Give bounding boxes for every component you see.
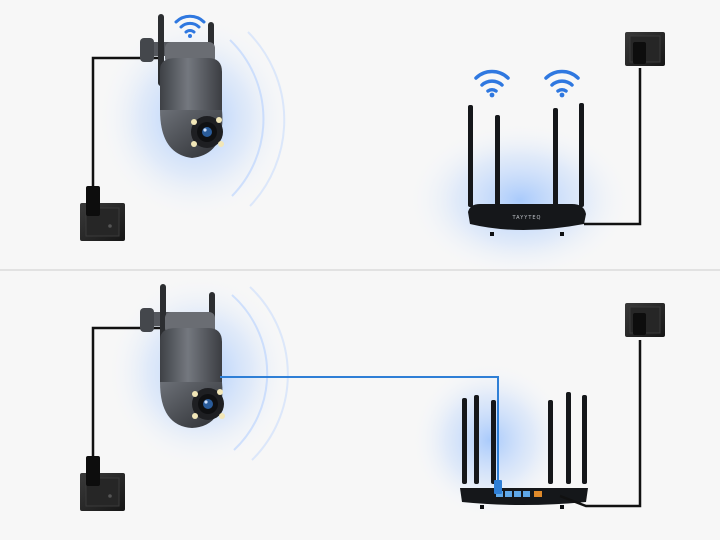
camera-glow-arc-1	[229, 39, 265, 197]
ptz-camera-icon	[140, 284, 225, 428]
wifi-router-icon: TAYYTEQ	[468, 103, 586, 236]
ethernet-ports	[496, 491, 542, 497]
camera-glow-arc-2	[249, 286, 289, 461]
wall-socket-icon	[80, 186, 125, 241]
wall-socket-icon	[625, 303, 665, 337]
router-power-cable	[584, 68, 642, 226]
router-power-cable	[559, 340, 642, 508]
wifi-router-icon	[460, 392, 588, 509]
ethernet-cable-icon	[220, 376, 499, 490]
wall-socket-icon	[625, 32, 665, 66]
wall-socket-icon	[80, 456, 125, 511]
camera-power-cable	[91, 56, 160, 188]
camera-glow-arc-2	[247, 31, 286, 207]
camera-glow-arc-1	[231, 294, 269, 451]
router-signal-glow	[405, 120, 635, 280]
router-signal-glow	[410, 360, 570, 520]
router-brand-label: TAYYTEQ	[512, 215, 542, 221]
wifi-signal-icon	[474, 69, 510, 98]
panel-wireless: TAYYTEQ	[80, 13, 665, 280]
ptz-camera-icon	[140, 14, 224, 158]
wifi-signal-icon	[544, 69, 580, 98]
camera-power-cable	[91, 326, 160, 458]
panel-wired	[80, 272, 665, 520]
wifi-signal-icon	[174, 14, 206, 38]
